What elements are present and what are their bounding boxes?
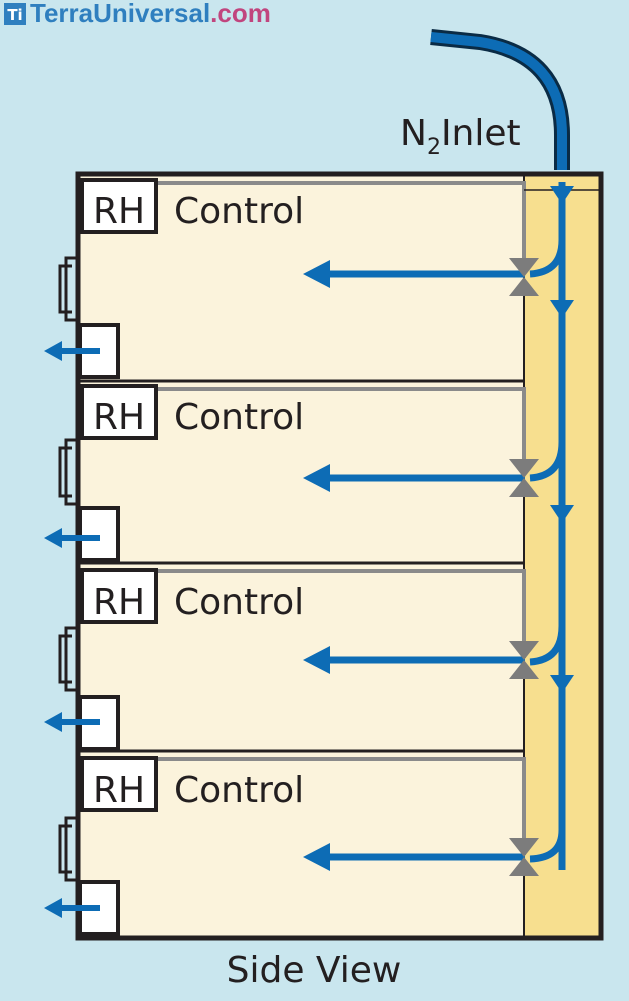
logo-mark-text: Ti xyxy=(7,6,22,24)
valve-2 xyxy=(509,459,539,497)
hinge-2 xyxy=(64,438,78,506)
hinge-4-inner xyxy=(58,824,72,874)
control-label: Control xyxy=(174,770,304,811)
flow-valves xyxy=(509,258,539,876)
rh-box xyxy=(80,756,158,812)
rh-control-1: RH Control xyxy=(80,178,304,234)
duct-chamber-4 xyxy=(158,757,526,855)
chamber-ducts xyxy=(158,181,526,855)
rh-label: RH xyxy=(93,582,145,623)
shelf-dividers xyxy=(78,379,524,753)
branch-2 xyxy=(529,441,566,482)
down-arrowhead-2 xyxy=(550,505,574,523)
logo-tld: .com xyxy=(210,0,271,28)
n2-inlet-label: N2Inlet xyxy=(400,113,521,160)
control-label: Control xyxy=(174,582,304,623)
duct-chamber-2 xyxy=(158,387,526,475)
rh-control-4: RH Control xyxy=(80,756,304,812)
down-arrowhead-3 xyxy=(550,675,574,693)
hinge-4 xyxy=(64,816,78,882)
down-arrowhead-top xyxy=(550,186,574,204)
terra-universal-logo: Ti TerraUniversal.com xyxy=(4,0,271,28)
exhaust-arrow-4 xyxy=(44,898,100,918)
branch-1 xyxy=(529,239,566,278)
flow-arrowheads xyxy=(303,186,574,871)
exhaust-port-2 xyxy=(78,506,120,562)
inlet-word: Inlet xyxy=(441,113,521,154)
side-view-caption: Side View xyxy=(227,950,402,991)
hinge-1 xyxy=(64,256,78,322)
n2-symbol: N xyxy=(400,113,427,154)
exhaust-arrows xyxy=(44,341,100,918)
hinge-3-inner xyxy=(58,634,72,684)
logo-mark-box xyxy=(4,3,26,25)
logo-wordmark: TerraUniversal.com xyxy=(30,0,271,28)
exhaust-arrow-1 xyxy=(44,341,100,361)
duct-chamber-1 xyxy=(158,181,526,272)
rh-box xyxy=(80,568,158,624)
logo-name: TerraUniversal xyxy=(30,0,210,28)
rh-controls: RH Control RH Control RH Control RH Cont… xyxy=(80,178,304,812)
hinge-1-inner xyxy=(58,264,72,314)
n2-flow-lines xyxy=(320,182,566,870)
valve-3 xyxy=(509,641,539,679)
control-label: Control xyxy=(174,397,304,438)
down-arrowhead-1 xyxy=(550,300,574,318)
hinge-3 xyxy=(64,626,78,692)
flow-arrowhead-3 xyxy=(303,646,330,674)
control-label: Control xyxy=(174,191,304,232)
door-hinges xyxy=(58,256,78,882)
rh-control-3: RH Control xyxy=(80,568,304,624)
rh-label: RH xyxy=(93,397,145,438)
branch-3 xyxy=(529,625,566,666)
flow-arrowhead-4 xyxy=(303,843,330,871)
cabinet-body xyxy=(78,174,601,938)
exhaust-arrow-3 xyxy=(44,712,100,732)
exhaust-arrow-2 xyxy=(44,528,100,548)
flow-arrowhead-1 xyxy=(303,260,330,288)
valve-1 xyxy=(509,258,539,296)
valve-4 xyxy=(509,838,539,876)
duct-chamber-3 xyxy=(158,569,526,658)
hinge-2-inner xyxy=(58,446,72,498)
rh-box xyxy=(80,384,158,440)
n2-subscript: 2 xyxy=(427,135,441,160)
n2-inlet-tube xyxy=(430,29,570,170)
flow-arrowhead-2 xyxy=(303,464,330,492)
rh-control-2: RH Control xyxy=(80,384,304,440)
branch-4 xyxy=(529,829,566,863)
rh-label: RH xyxy=(93,770,145,811)
rh-label: RH xyxy=(93,191,145,232)
rh-box xyxy=(80,178,158,234)
